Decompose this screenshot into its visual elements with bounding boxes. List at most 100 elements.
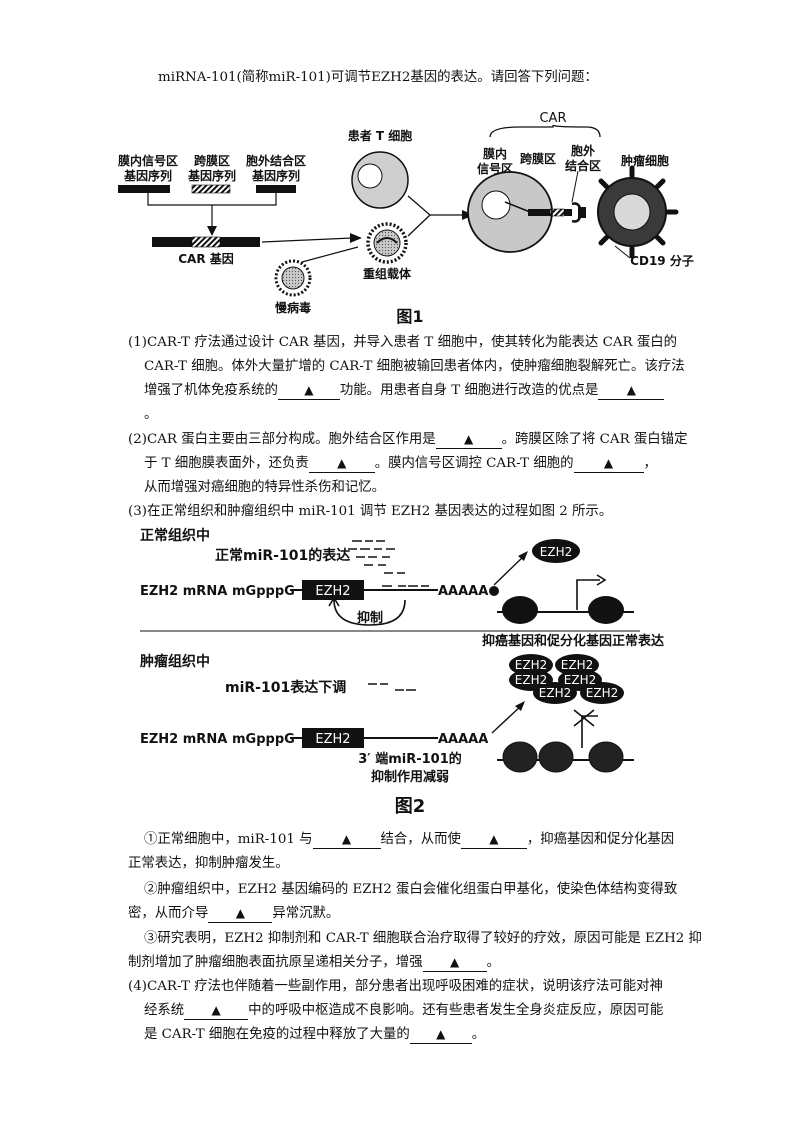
- downregulated-label: miR-101表达下调: [225, 679, 346, 696]
- q1-line-2: CAR-T 细胞。体外大量扩增的 CAR-T 细胞被输回患者体内，使肿瘤细胞裂解…: [144, 359, 685, 374]
- q2-blank-2[interactable]: ▲: [308, 455, 375, 473]
- merge-lines: [407, 195, 431, 237]
- tumor-nucleosome-2: [538, 741, 574, 773]
- q4-line-2: 经系统▲中的呼吸中枢造成不良影响。还有些患者发生全身炎症反应，原因可能: [144, 1002, 664, 1020]
- q3a-blank-2[interactable]: ▲: [460, 831, 527, 849]
- q3-line-1: (3)在正常组织和肿瘤组织中 miR-101 调节 EZH2 基因表达的过程如图…: [128, 504, 613, 519]
- extracellular-label-2: 结合区: [565, 158, 601, 173]
- extracellular-gene-segment: [256, 185, 296, 193]
- weakened-label-2: 抑制作用减弱: [371, 769, 449, 785]
- normal-tissue-label: 正常组织中: [140, 527, 210, 544]
- q1-blank-2[interactable]: ▲: [598, 382, 665, 400]
- q4-blank-1[interactable]: ▲: [184, 1002, 249, 1020]
- mirna-cluster-normal: [348, 540, 405, 574]
- to-vector-line: [261, 237, 353, 243]
- intracellular-gene-segment: [118, 185, 170, 193]
- tumor-translation-arrow: [515, 701, 525, 711]
- tumor-mrna-label: EZH2 mRNA: [140, 732, 227, 747]
- tumor-nucleosome-3: [588, 741, 624, 773]
- recombinant-vector: [366, 222, 408, 264]
- seg1-label-1: 膜内信号区: [118, 153, 178, 168]
- q2-line-2: 于 T 细胞膜表面外，还负责▲。膜内信号区调控 CAR-T 细胞的▲，: [144, 455, 657, 473]
- cluster-ezh2-4: EZH2: [564, 673, 596, 687]
- normal-ezh2-protein: [532, 539, 580, 563]
- q3c-blank-1[interactable]: ▲: [422, 954, 487, 972]
- q3c-line-1: ③研究表明，EZH2 抑制剂和 CAR-T 细胞联合治疗取得了较好的疗效，原因可…: [144, 931, 702, 946]
- figure-1: 膜内信号区 基因序列 跨膜区 基因序列 胞外结合区 基因序列 CAR 基因 慢病…: [118, 111, 694, 326]
- intro-text: miRNA-101(简称miR-101)可调节EZH2基因的表达。请回答下列问题…: [158, 70, 598, 85]
- tumor-tissue-label: 肿瘤组织中: [140, 653, 210, 670]
- seg1-label-2: 基因序列: [123, 168, 172, 183]
- tumor-ezh2-box-label: EZH2: [315, 732, 350, 747]
- q1-line-1: (1)CAR-T 疗法通过设计 CAR 基因，并导入患者 T 细胞中，使其转化为…: [128, 335, 677, 350]
- figure-2-caption: 图2: [395, 796, 426, 817]
- seg2-label-2: 基因序列: [187, 168, 236, 183]
- car-gene-label: CAR 基因: [178, 251, 234, 266]
- assembly-arrow: [207, 226, 217, 236]
- q1-line-3: 增强了机体免疫系统的▲功能。用患者自身 T 细胞进行改造的优点是▲: [144, 381, 665, 401]
- patient-t-cell-label: 患者 T 细胞: [348, 128, 413, 143]
- seg2-label-1: 跨膜区: [194, 153, 230, 168]
- q2-blank-1[interactable]: ▲: [435, 431, 502, 449]
- q3a-blank-1[interactable]: ▲: [312, 831, 381, 849]
- extracellular-label-1: 胞外: [571, 143, 595, 158]
- q1-blank-1[interactable]: ▲: [277, 382, 340, 400]
- cd19-label: CD19 分子: [630, 253, 694, 268]
- transmembrane-gene-segment: [191, 184, 231, 194]
- normal-cap-label: mGpppG: [232, 584, 295, 599]
- q1-line-4: 。: [144, 407, 158, 422]
- intracellular-label-1: 膜内: [483, 146, 507, 161]
- normal-mrna-label: EZH2 mRNA: [140, 584, 227, 599]
- cd19-pointer: [614, 245, 631, 259]
- tumor-cap-label: mGpppG: [232, 732, 295, 747]
- normal-polya-label: AAAAA: [438, 584, 488, 599]
- ezh2-protein-cluster: EZH2 EZH2 EZH2 EZH2 EZH2 EZH2: [509, 654, 624, 704]
- q2-blank-3[interactable]: ▲: [573, 455, 644, 473]
- recombinant-vector-label: 重组载体: [363, 266, 412, 281]
- normal-ezh2-box-label: EZH2: [315, 584, 350, 599]
- assembly-bracket: [147, 193, 277, 230]
- q3b-line-1: ②肿瘤组织中，EZH2 基因编码的 EZH2 蛋白会催化组蛋白甲基化，使染色体结…: [144, 882, 678, 897]
- to-vector-arrow: [350, 233, 362, 243]
- inhibit-label: 抑制: [357, 610, 383, 626]
- q3c-line-2: 制剂增加了肿瘤细胞表面抗原呈递相关分子，增强▲。: [128, 954, 500, 972]
- car-receptor: [528, 202, 586, 223]
- cluster-ezh2-3: EZH2: [515, 673, 547, 687]
- cluster-ezh2-1: EZH2: [515, 658, 547, 672]
- cluster-ezh2-6: EZH2: [586, 686, 618, 700]
- normal-ribosome-dot: [489, 586, 499, 596]
- q3b-line-2: 密，从而介导▲异常沉默。: [128, 905, 340, 923]
- q2-line-3: 从而增强对癌细胞的特异性杀伤和记忆。: [144, 480, 386, 495]
- car-brace: [489, 124, 601, 138]
- q4-line-3: 是 CAR-T 细胞在免疫的过程中释放了大量的▲。: [144, 1026, 486, 1044]
- figure-1-caption: 图1: [396, 307, 423, 326]
- virus-line: [301, 246, 359, 263]
- cluster-ezh2-5: EZH2: [539, 686, 571, 700]
- tumor-translation-line: [491, 704, 523, 734]
- car-label: CAR: [539, 111, 566, 126]
- inhibit-arc: [333, 599, 406, 626]
- lentivirus: [274, 259, 312, 297]
- q3a-line-2: 正常表达，抑制肿瘤发生。: [128, 856, 289, 871]
- transmembrane-label: 跨膜区: [520, 151, 556, 166]
- mirna-cluster-tumor: [368, 683, 416, 691]
- inhibit-arrowhead: [328, 596, 340, 607]
- tumor-cell: [597, 165, 679, 259]
- q2-line-1: (2)CAR 蛋白主要由三部分构成。胞外结合区作用是▲。跨膜区除了将 CAR 蛋…: [128, 431, 688, 449]
- q4-blank-2[interactable]: ▲: [409, 1026, 472, 1044]
- q4-line-1: (4)CAR-T 疗法也伴随着一些副作用，部分患者出现呼吸困难的症状，说明该疗法…: [128, 979, 663, 994]
- normal-ezh2-protein-label: EZH2: [540, 545, 572, 559]
- normal-translation-arrow: [518, 551, 528, 561]
- tumor-polya-label: AAAAA: [438, 732, 488, 747]
- car-gene: [152, 236, 260, 248]
- weakened-label-1: 3′ 端miR-101的: [358, 751, 462, 767]
- figure-2: 正常组织中 正常miR-101的表达 EZH2 mRNA mGpppG EZH2…: [140, 527, 664, 817]
- tumor-cell-label: 肿瘤细胞: [621, 153, 669, 168]
- normal-result-label: 抑癌基因和促分化基因正常表达: [482, 633, 664, 649]
- normal-nucleosome-2: [588, 596, 624, 624]
- normal-promoter-arrow: [576, 579, 600, 610]
- normal-translation-line: [493, 554, 526, 586]
- tumor-ezh2-box: [302, 728, 364, 748]
- q3b-blank-1[interactable]: ▲: [208, 905, 273, 923]
- normal-ezh2-box: [302, 580, 364, 600]
